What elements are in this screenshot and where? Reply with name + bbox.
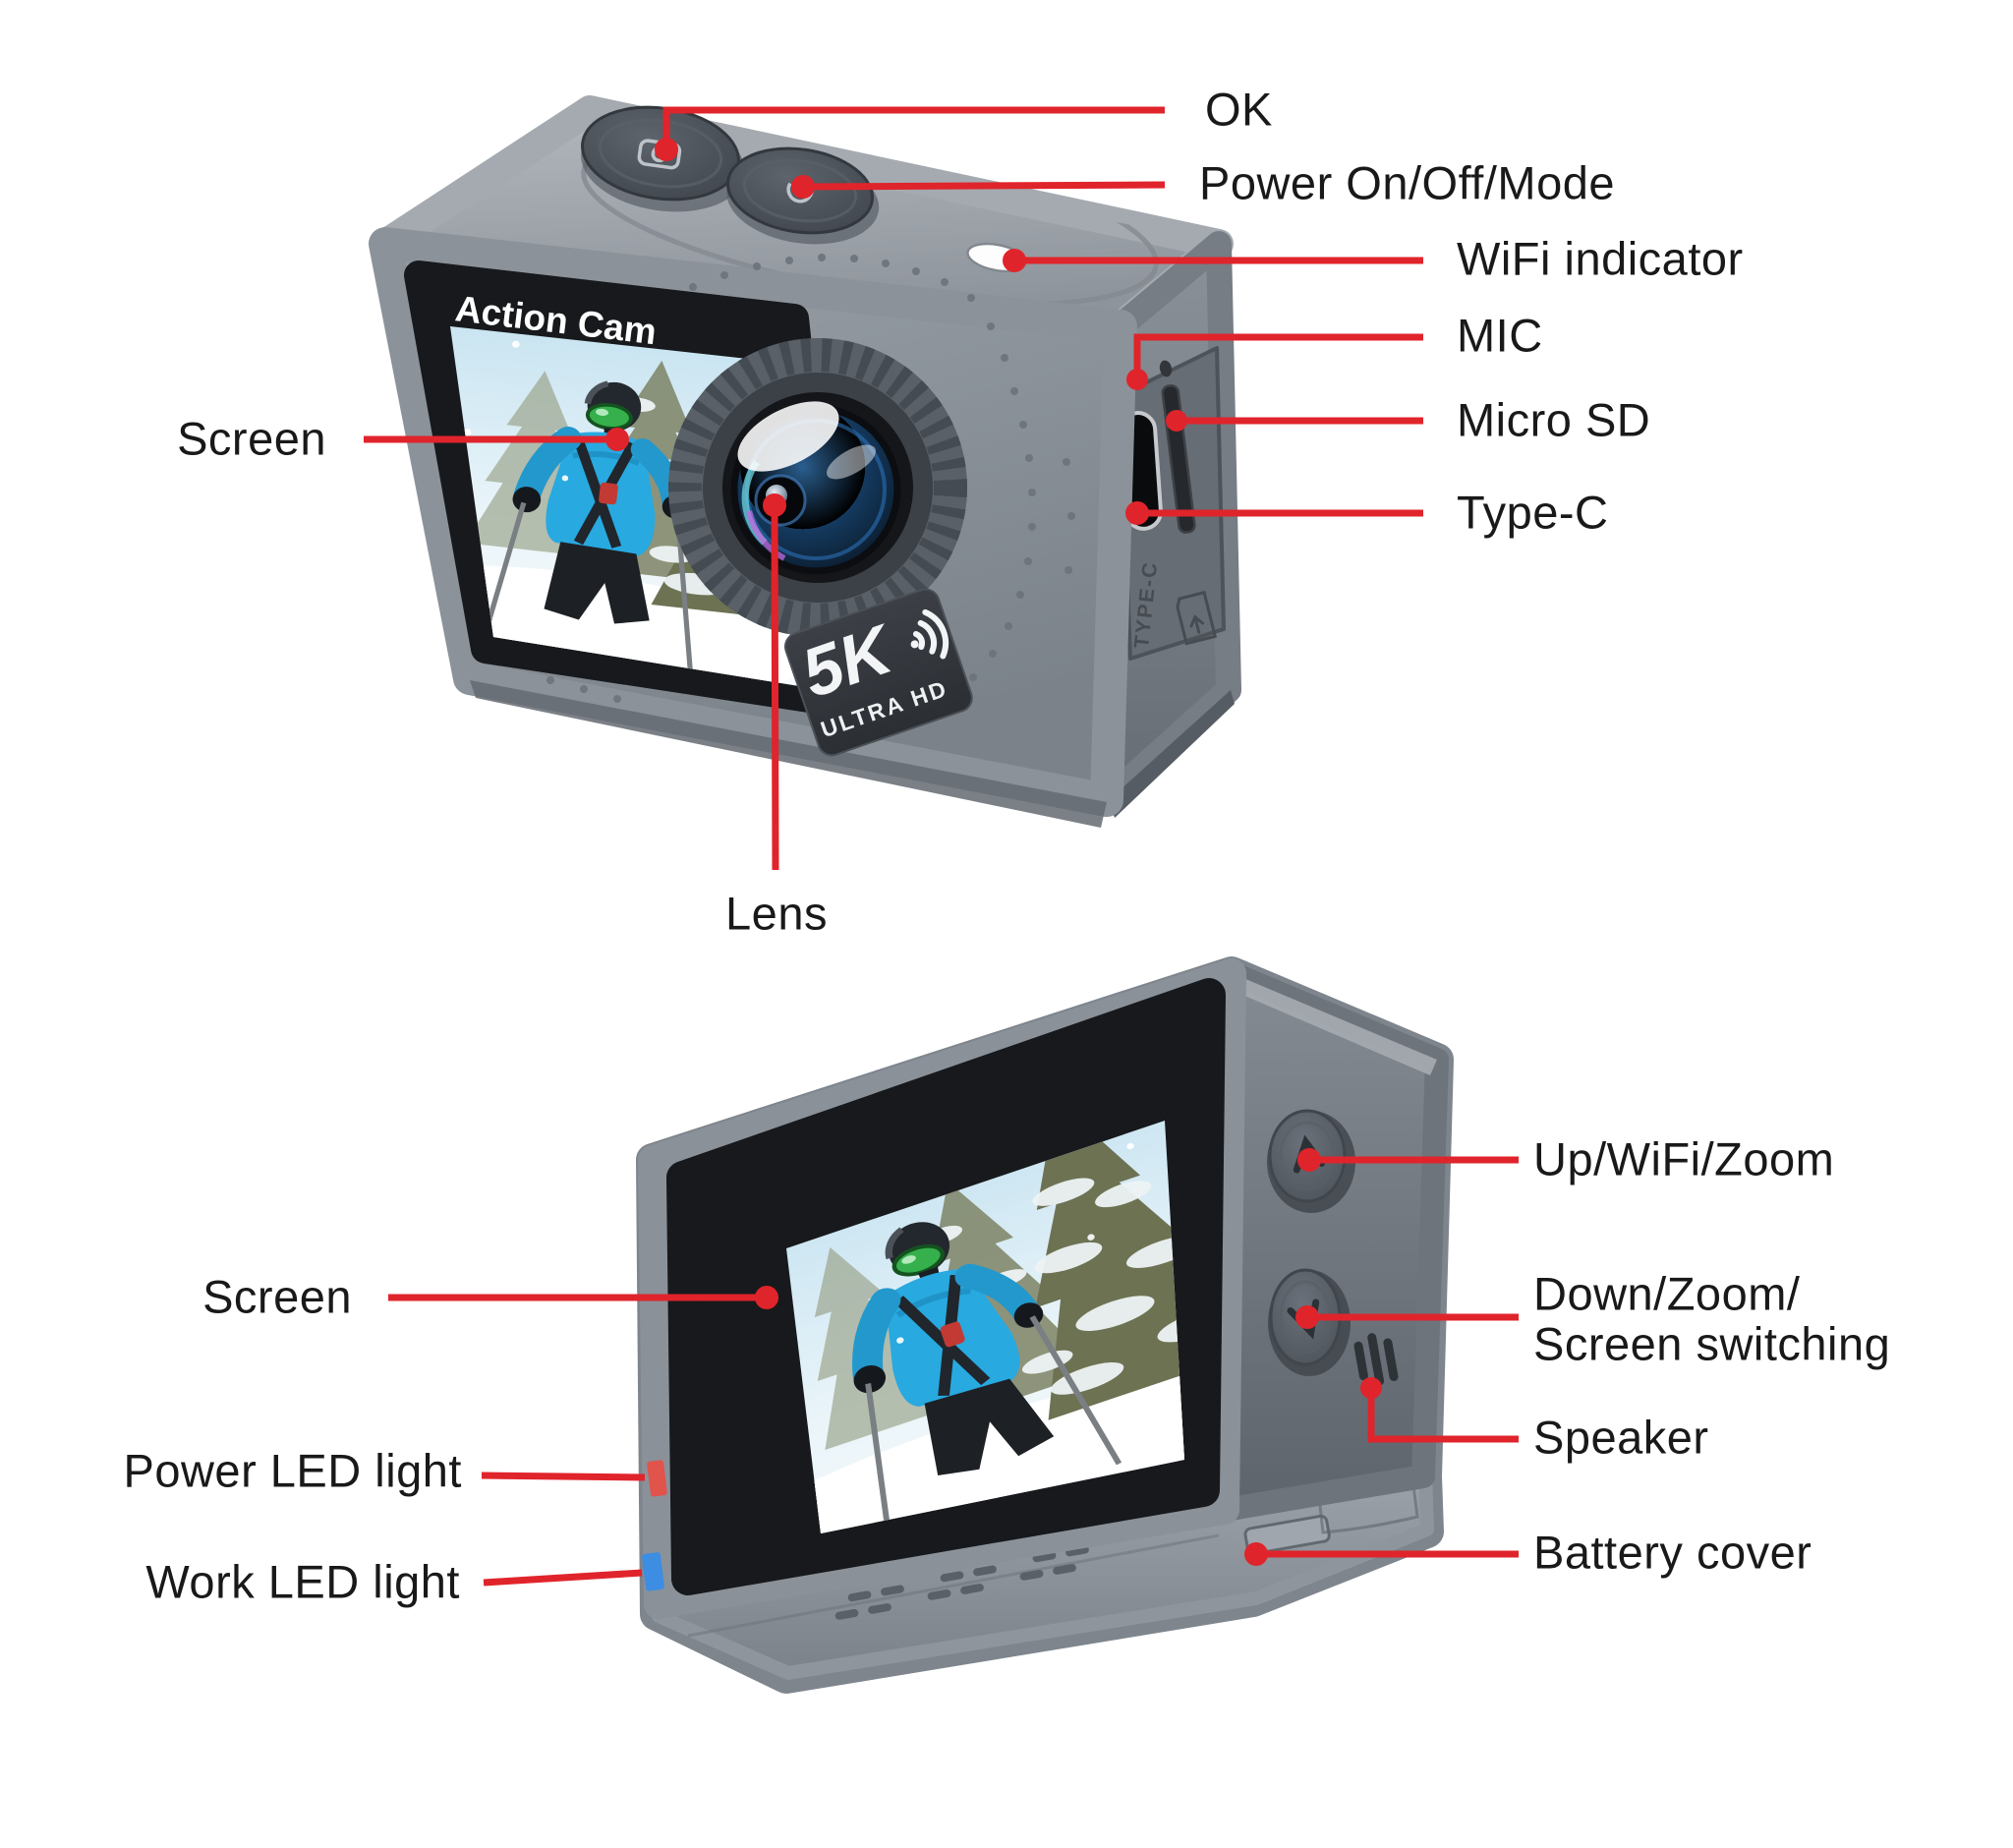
label-battery-cover: Battery cover — [1533, 1526, 1812, 1579]
callout-line-speaker — [1367, 1388, 1519, 1443]
label-mic: MIC — [1457, 309, 1543, 362]
back-view-illustration — [636, 956, 1454, 1694]
label-wifi-indicator: WiFi indicator — [1457, 232, 1744, 285]
callout-line-work-led — [483, 1569, 643, 1587]
label-down-line2: Screen switching — [1533, 1317, 1891, 1369]
label-power-led: Power LED light — [123, 1444, 462, 1497]
callout-dots — [605, 138, 1382, 1566]
label-screen-back: Screen — [202, 1270, 352, 1323]
label-ok: OK — [1205, 83, 1273, 136]
callout-lines — [364, 106, 1519, 1587]
callout-line-power — [802, 181, 1166, 191]
callout-line-power-led — [481, 1472, 646, 1481]
callout-line-mic — [1133, 333, 1423, 379]
label-work-led: Work LED light — [145, 1555, 460, 1608]
label-down: Down/Zoom/ Screen switching — [1533, 1267, 1891, 1369]
front-rivet-dots — [546, 254, 1075, 703]
label-micro-sd: Micro SD — [1457, 393, 1651, 446]
battery-cover-latch — [1243, 1514, 1331, 1556]
work-led — [642, 1552, 664, 1591]
mic-hole — [1159, 360, 1173, 377]
label-lens: Lens — [725, 887, 828, 940]
label-power: Power On/Off/Mode — [1199, 156, 1615, 209]
sd-card-icon — [1176, 590, 1218, 646]
battery-cover-vents — [834, 1545, 1089, 1620]
label-type-c: Type-C — [1457, 486, 1609, 539]
power-led — [647, 1460, 667, 1497]
callout-line-lens — [771, 504, 779, 871]
label-screen-front: Screen — [177, 412, 326, 465]
label-speaker: Speaker — [1533, 1411, 1709, 1464]
callout-line-ok — [662, 106, 1165, 149]
label-up: Up/WiFi/Zoom — [1533, 1132, 1835, 1185]
speaker-grille — [1353, 1333, 1399, 1386]
label-down-line1: Down/Zoom/ — [1533, 1267, 1801, 1320]
front-view-illustration: TYPE-C Action Cam — [369, 95, 1241, 828]
